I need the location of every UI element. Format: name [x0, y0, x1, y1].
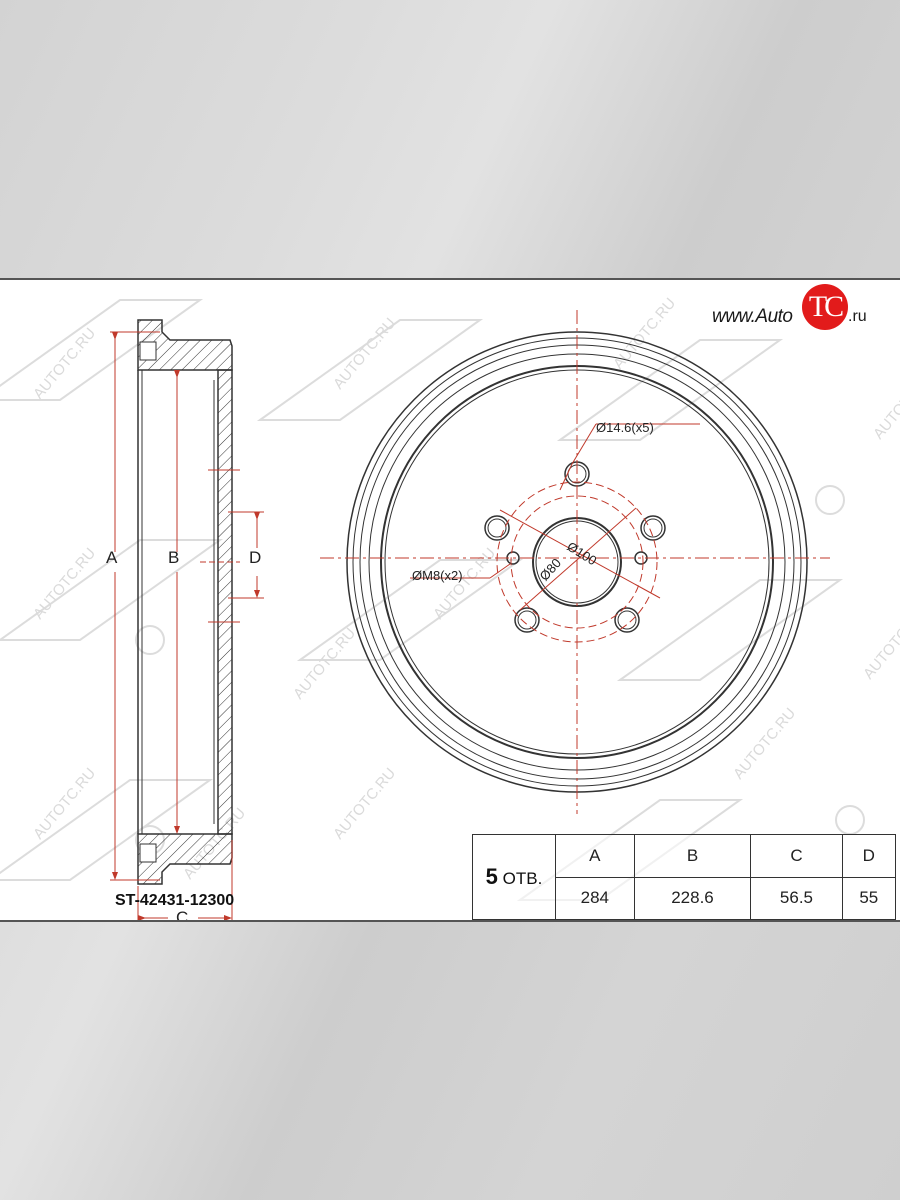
callout-stud-holes: Ø14.6(x5)	[596, 420, 654, 435]
dimension-label-a: A	[106, 548, 118, 567]
dimension-label-c: C	[176, 908, 189, 922]
holes-count-cell: 5 ОТВ.	[472, 834, 556, 920]
spec-table: 5 ОТВ. A B C D 284 228.6 56.5 55	[472, 834, 897, 920]
spec-table-header-row: 5 ОТВ. A B C D	[472, 834, 897, 920]
value-b: 228.6	[633, 876, 752, 920]
callout-threaded-holes: ØM8(x2)	[412, 568, 463, 583]
dimension-label-d: D	[249, 548, 262, 567]
drawing-sheet: AUTOTC.RU AUTOTC.RU AUTOTC.RU AUTOTC.RU …	[0, 278, 900, 922]
logo-text-prefix: www.Auto	[712, 306, 793, 327]
autotc-logo: www.Auto TC .ru	[710, 284, 890, 334]
header-c: C	[750, 834, 843, 878]
holes-label: ОТВ.	[502, 869, 543, 888]
value-c: 56.5	[750, 876, 843, 920]
header-b: B	[633, 834, 752, 878]
logo-badge: TC	[802, 284, 848, 330]
dimension-label-b: B	[168, 548, 180, 567]
side-section-view	[110, 319, 264, 920]
front-view	[320, 310, 830, 814]
logo-text-suffix: .ru	[848, 308, 867, 325]
header-d: D	[841, 834, 897, 878]
value-a: 284	[555, 876, 635, 920]
part-number: ST-42431-12300	[115, 892, 235, 909]
spec-table-value-row: 284 228.6 56.5 55	[473, 876, 897, 920]
header-a: A	[555, 834, 635, 878]
holes-count: 5	[485, 864, 498, 889]
value-d: 55	[841, 876, 897, 920]
